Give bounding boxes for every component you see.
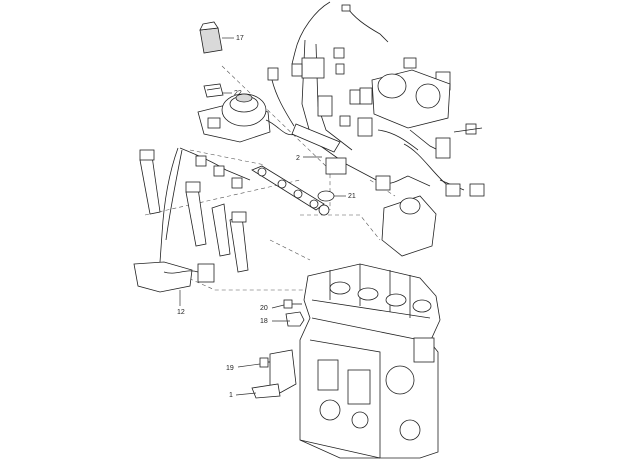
callout-label-2: 2 [296, 155, 300, 162]
fuel-pump-right [371, 69, 451, 257]
callout-label-17: 17 [236, 35, 244, 42]
callout-19: 19 [226, 363, 261, 372]
callout-17: 17 [222, 35, 244, 42]
callout-21: 21 [334, 193, 356, 200]
callout-12: 12 [177, 290, 185, 316]
callout-label-12: 12 [177, 309, 185, 316]
callout-label-20: 20 [260, 305, 268, 312]
part-20-bolt [283, 299, 302, 309]
callout-2: 2 [296, 155, 322, 162]
upper-wiring-harness [267, 1, 485, 197]
part-17-cap [199, 21, 223, 54]
callout-label-19: 19 [226, 365, 234, 372]
part-22-clip [203, 83, 224, 98]
injector-harness [133, 147, 251, 293]
part-1-bracket [251, 349, 297, 399]
callout-label-22: 22 [234, 90, 242, 97]
part-18-bracket [285, 311, 305, 327]
callout-22: 22 [222, 90, 242, 97]
callout-18: 18 [260, 318, 290, 325]
part-21-o-ring [317, 190, 335, 202]
callout-20: 20 [260, 304, 285, 312]
injectors [139, 149, 249, 273]
callout-1: 1 [229, 392, 257, 399]
callout-label-1: 1 [229, 392, 233, 399]
callout-label-21: 21 [348, 193, 356, 200]
pump-housing [197, 93, 311, 143]
engine-block [299, 263, 441, 459]
common-rail [251, 165, 330, 216]
callout-label-18: 18 [260, 318, 268, 325]
